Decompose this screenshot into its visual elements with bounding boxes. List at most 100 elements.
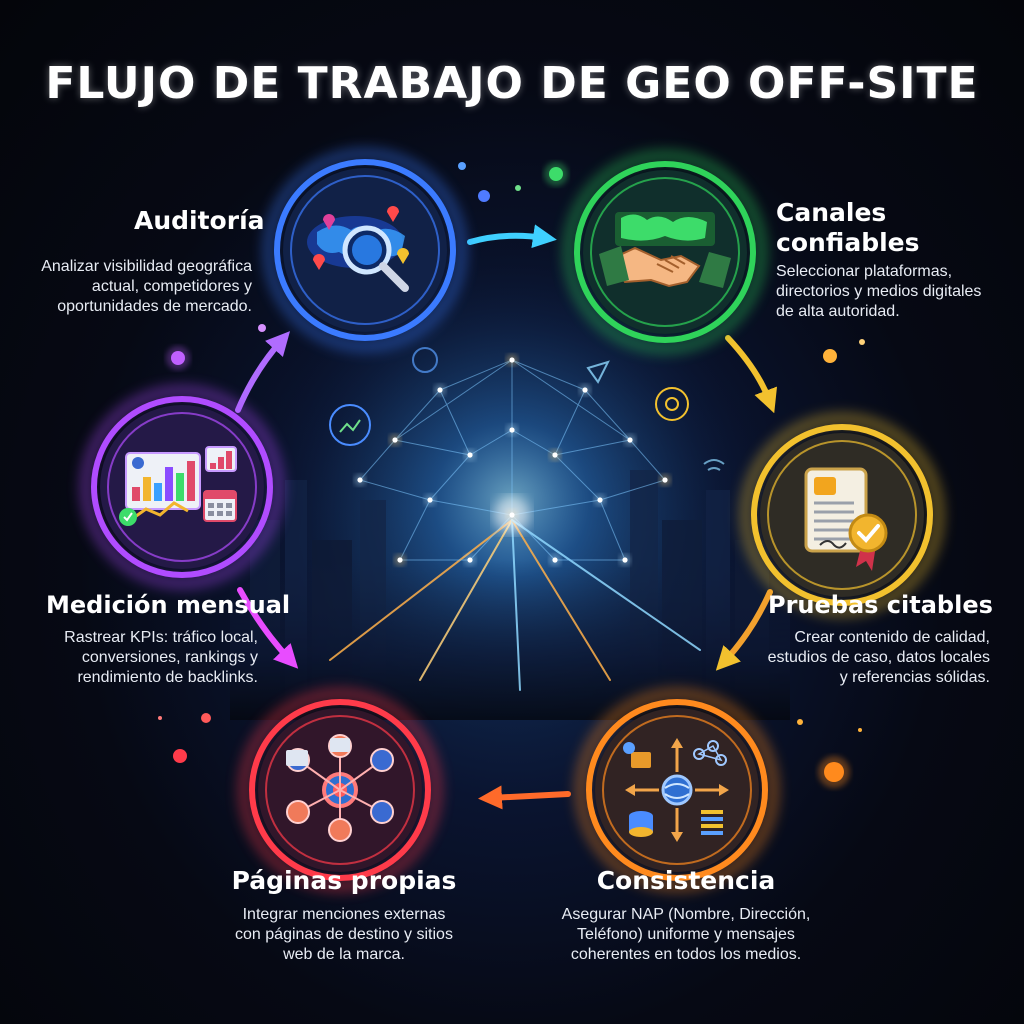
network-link [599, 499, 626, 561]
ring-inner [602, 715, 752, 865]
ring-glow [237, 687, 443, 893]
network-link [554, 454, 601, 501]
network-links-icon [286, 734, 394, 842]
ring-inner [767, 440, 917, 590]
network-link [359, 439, 396, 481]
light-streaks [329, 519, 701, 691]
stage-node-auditoria [262, 147, 468, 353]
title-line: confiables [776, 228, 920, 257]
ring-glow [739, 412, 945, 618]
network-link [394, 389, 441, 441]
network-link [554, 389, 586, 456]
stage-desc-medicion: Rastrear KPIs: tráfico local, conversion… [64, 628, 258, 688]
network-link [429, 454, 471, 501]
desc-line: Rastrear KPIs: tráfico local, [64, 629, 258, 646]
desc-line: Integrar menciones externas [242, 906, 446, 923]
desc-line: y referencias sólidas. [839, 669, 990, 686]
network-node [582, 387, 588, 393]
desc-line: Seleccionar plataformas, [776, 263, 953, 280]
certificate-icon [804, 467, 888, 571]
network-node [357, 477, 363, 483]
ring-outer [751, 424, 933, 606]
desc-line: Crear contenido de calidad, [794, 629, 990, 646]
stage-title-pruebas: Pruebas citables [768, 591, 993, 619]
desc-line: Analizar visibilidad geográfica [41, 258, 252, 275]
network-link [629, 439, 666, 481]
stage-node-medicion [79, 384, 285, 590]
network-link [359, 479, 431, 501]
ring-tint [583, 170, 747, 334]
network-node [552, 557, 558, 563]
stage-desc-canales: Seleccionar plataformas, directorios y m… [776, 262, 981, 322]
network-node [552, 452, 558, 458]
network-node [467, 557, 473, 563]
desc-line: estudios de caso, datos locales [767, 649, 990, 666]
desc-line: web de la marca. [283, 946, 405, 963]
floating-icons [329, 347, 725, 471]
stage-desc-pruebas: Crear contenido de calidad, estudios de … [768, 628, 990, 688]
network-node [427, 497, 433, 503]
network-node [392, 437, 398, 443]
data-distribution-icon [623, 738, 729, 842]
stage-title-paginas: Páginas propias [231, 866, 457, 895]
center-glow [494, 497, 530, 533]
stage-title-auditoria: Auditoría [134, 206, 265, 235]
stage-node-consistencia [574, 687, 780, 893]
ring-inner [265, 715, 415, 865]
stage-desc-paginas: Integrar menciones externas con páginas … [144, 905, 544, 965]
arrow-consistencia-to-paginas [478, 785, 571, 810]
desc-line: actual, competidores y [91, 278, 252, 295]
arrow-auditoria-to-canales [467, 224, 557, 249]
network-link [439, 389, 471, 456]
network-node [397, 557, 403, 563]
network-node [597, 497, 603, 503]
stage-title-consistencia: Consistencia [596, 866, 776, 895]
desc-line: con páginas de destino y sitios [235, 926, 453, 943]
network-node [509, 427, 515, 433]
network-node [622, 557, 628, 563]
desc-line: conversiones, rankings y [81, 649, 258, 666]
stage-title-canales: Canales confiables [776, 198, 920, 258]
stage-desc-consistencia: Asegurar NAP (Nombre, Dirección, Teléfon… [486, 905, 886, 965]
desc-line: Teléfono) uniforme y mensajes [577, 926, 795, 943]
network-nodes [354, 354, 671, 566]
decorative-dots [158, 162, 865, 788]
desc-line: oportunidades de mercado. [57, 298, 252, 315]
ring-outer [274, 159, 456, 341]
arrow-pruebas-to-consistencia [715, 589, 773, 671]
desc-line: coherentes en todos los medios. [570, 946, 802, 963]
analytics-dashboard-icon [119, 446, 237, 526]
arrow-medicion-to-auditoria [235, 331, 291, 413]
handshake-icon [599, 212, 731, 288]
stage-node-canales [562, 149, 768, 355]
ring-outer [586, 699, 768, 881]
ring-outer [574, 161, 756, 343]
ring-outer [249, 699, 431, 881]
network-link [399, 499, 431, 561]
stage-desc-auditoria: Analizar visibilidad geográfica actual, … [41, 257, 252, 317]
flow-arrows [235, 224, 778, 810]
desc-line: de alta autoridad. [776, 303, 900, 320]
network-node [509, 357, 515, 363]
network-node [662, 477, 668, 483]
network-link [439, 359, 513, 391]
network-node [437, 387, 443, 393]
page-title: FLUJO DE TRABAJO DE GEO OFF-SITE [45, 58, 979, 109]
desc-line: directorios y medios digitales [776, 283, 982, 300]
network-link [469, 429, 513, 456]
world-map-magnifier-icon [307, 206, 409, 292]
ring-inner [107, 412, 257, 562]
desc-line: rendimiento de backlinks. [77, 669, 258, 686]
arrow-canales-to-pruebas [725, 335, 778, 414]
network-link [554, 439, 631, 456]
ring-glow [574, 687, 780, 893]
ring-inner [590, 177, 740, 327]
network-link [584, 389, 631, 441]
stage-title-medicion: Medición mensual [46, 591, 291, 619]
network-link [511, 359, 631, 441]
ring-glow [262, 147, 468, 353]
network-node [467, 452, 473, 458]
stage-rings [79, 147, 945, 893]
